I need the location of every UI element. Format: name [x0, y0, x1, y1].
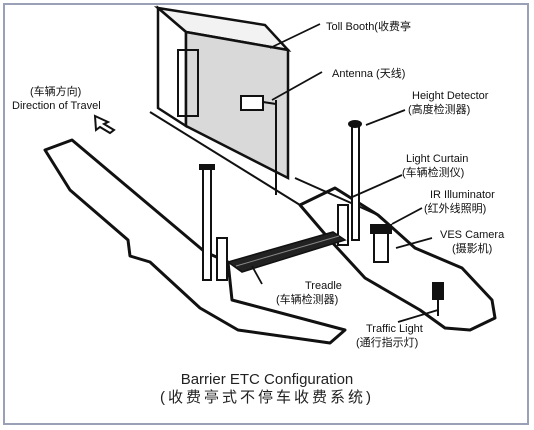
label-treadle-zh: (车辆检测器): [276, 292, 338, 306]
label-height-detector: Height Detector: [412, 90, 489, 102]
treadle: [226, 231, 347, 273]
light-curtain: [216, 204, 349, 281]
label-light-curtain: Light Curtain: [406, 153, 468, 165]
caption: Barrier ETC Configuration (收费亭式不停车收费系统): [160, 371, 374, 406]
label-direction-zh: (车辆方向): [30, 84, 81, 98]
label-light-curtain-zh: (车辆检测仪): [402, 165, 464, 179]
label-ir-illuminator: IR Illuminator: [430, 189, 495, 201]
label-ves-camera-zh: (摄影机): [452, 241, 492, 255]
traffic-light: [432, 282, 444, 316]
toll-booth: [153, 5, 292, 181]
labels: Toll Booth(收费亭 Antenna (天线) Height Detec…: [12, 19, 505, 349]
label-traffic-light: Traffic Light: [366, 323, 423, 335]
antenna: [240, 95, 277, 195]
leader-lines: [251, 23, 439, 323]
direction-arrow-icon: [93, 114, 116, 135]
poles: [199, 120, 362, 281]
label-traffic-light-zh: (通行指示灯): [356, 335, 418, 349]
caption-subtitle: (收费亭式不停车收费系统): [160, 388, 374, 406]
label-antenna: Antenna (天线): [332, 66, 405, 80]
label-treadle: Treadle: [305, 280, 342, 292]
label-height-detector-zh: (高度检测器): [408, 102, 470, 116]
ves-camera: [370, 224, 392, 263]
label-ir-illuminator-zh: (红外线照明): [424, 201, 486, 215]
caption-title: Barrier ETC Configuration: [181, 371, 354, 388]
label-direction: Direction of Travel: [12, 100, 101, 112]
label-ves-camera: VES Camera: [440, 229, 505, 241]
label-toll-booth: Toll Booth(收费亭: [326, 19, 411, 33]
